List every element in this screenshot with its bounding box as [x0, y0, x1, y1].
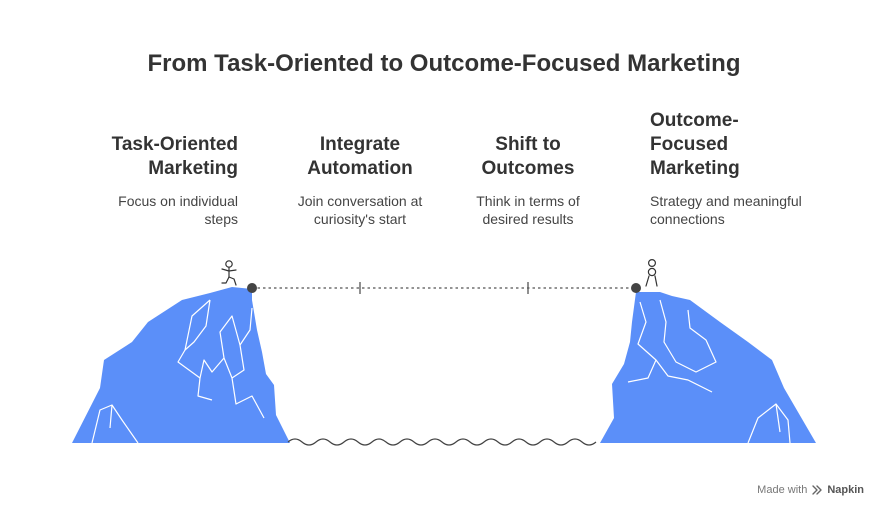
footer-credit: Made with Napkin — [757, 484, 864, 496]
brand-label: Napkin — [827, 484, 864, 496]
step-4-title: Outcome- Focused Marketing — [650, 110, 740, 179]
start-point — [247, 283, 257, 293]
end-point — [631, 283, 641, 293]
step-1-title: Task-Oriented Marketing — [111, 134, 238, 179]
made-with-label: Made with — [757, 484, 808, 496]
step-3-description: Think in terms of desired results — [476, 193, 580, 227]
right-cliff — [600, 292, 816, 444]
step-3-title: Shift to Outcomes — [481, 134, 575, 179]
step-2-title: Integrate Automation — [307, 134, 413, 179]
step-1-description: Focus on individual steps — [118, 193, 238, 227]
page-title: From Task-Oriented to Outcome-Focused Ma… — [147, 50, 741, 77]
left-cliff — [72, 287, 290, 444]
step-4-description: Strategy and meaningful connections — [650, 193, 802, 227]
step-2-description: Join conversation at curiosity's start — [297, 193, 423, 227]
person-standing-icon — [645, 259, 658, 287]
water-waves — [287, 438, 597, 446]
person-walking-icon — [221, 260, 237, 286]
napkin-logo-icon — [812, 485, 823, 495]
